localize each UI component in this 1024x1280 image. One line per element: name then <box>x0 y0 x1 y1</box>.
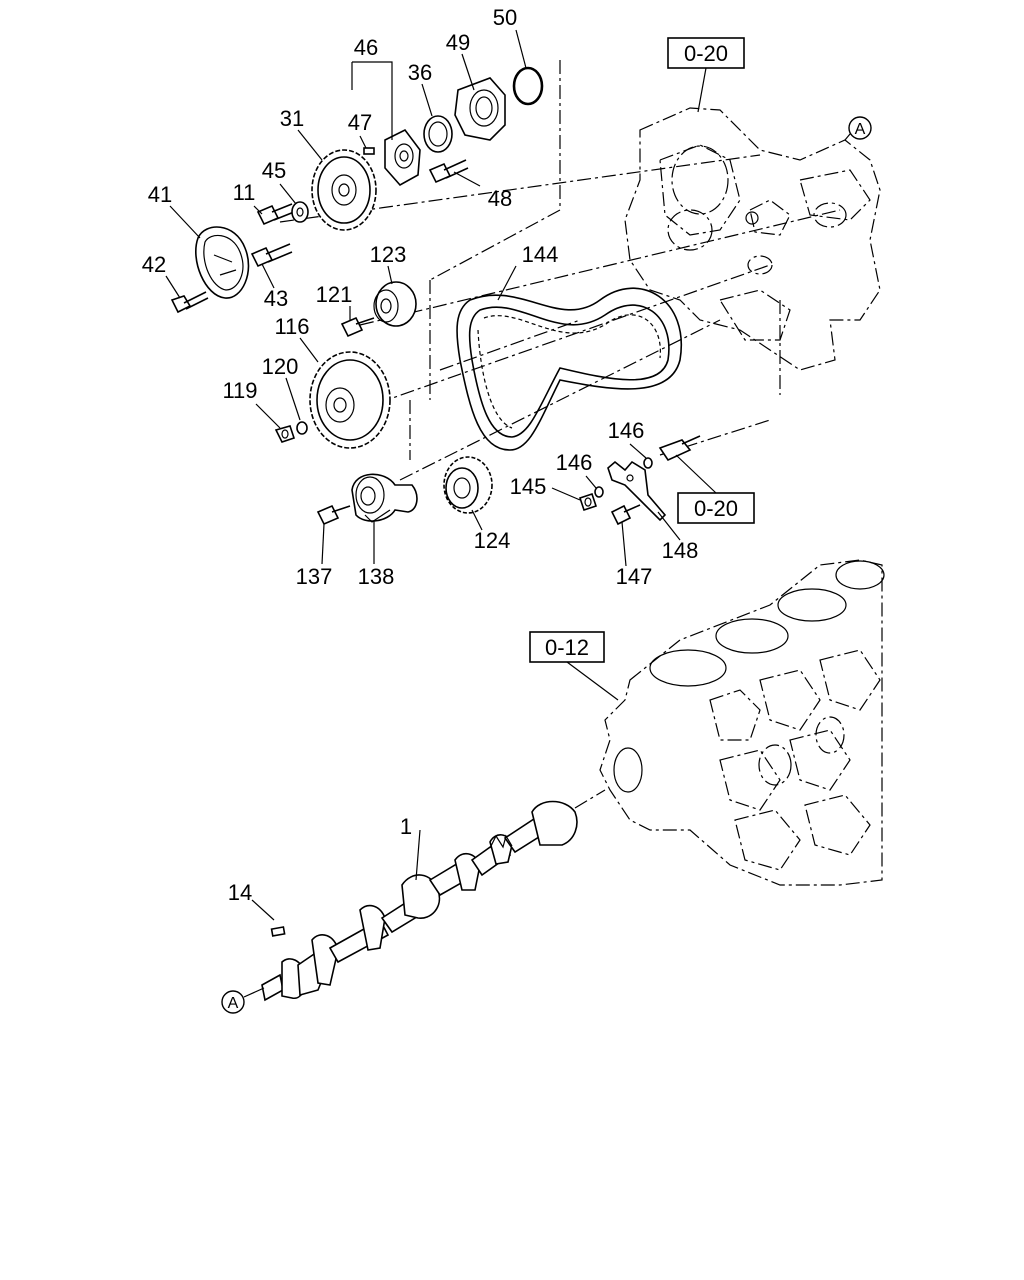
part-1-camshaft[interactable] <box>261 789 606 1002</box>
part-145-nut[interactable] <box>578 492 598 512</box>
callout-14[interactable]: 14 <box>228 880 252 905</box>
reference-box-block[interactable]: 0-12 <box>529 631 619 701</box>
callout-43[interactable]: 43 <box>264 286 288 311</box>
callout-146-upper[interactable]: 146 <box>608 418 645 443</box>
part-43-bolt[interactable] <box>250 243 293 268</box>
part-148-bracket[interactable] <box>607 460 667 522</box>
callout-124[interactable]: 124 <box>474 528 511 553</box>
part-46-hub[interactable] <box>384 128 421 187</box>
callout-116[interactable]: 116 <box>274 314 309 339</box>
part-49-seal-housing[interactable] <box>454 77 506 141</box>
callout-119[interactable]: 119 <box>222 378 257 403</box>
callout-11[interactable]: 11 <box>233 180 256 205</box>
part-119-nut[interactable] <box>274 425 296 443</box>
cylinder-block <box>599 559 885 886</box>
part-123-idler-pulley[interactable] <box>373 281 417 327</box>
connector-a-bottom[interactable]: A <box>221 987 265 1014</box>
part-121-bolt[interactable] <box>340 316 375 338</box>
connector-a-top[interactable]: A <box>848 116 872 140</box>
callout-137[interactable]: 137 <box>296 564 333 589</box>
timing-belt <box>456 287 683 451</box>
callout-36[interactable]: 36 <box>408 60 432 85</box>
part-146-washer-a[interactable] <box>594 486 604 498</box>
callout-50[interactable]: 50 <box>493 5 517 30</box>
callout-labels: 50 49 46 36 47 31 45 11 41 48 123 144 42… <box>142 5 699 905</box>
reference-label-block: 0-12 <box>545 635 589 660</box>
timing-case-housing <box>624 107 881 371</box>
callout-49[interactable]: 49 <box>446 30 470 55</box>
stud-bolt[interactable] <box>658 435 701 462</box>
part-14-pin[interactable] <box>270 926 286 937</box>
part-50-o-ring[interactable] <box>512 66 544 106</box>
callout-45[interactable]: 45 <box>262 158 286 183</box>
callout-147[interactable]: 147 <box>616 564 653 589</box>
part-41-cover-plate[interactable] <box>195 226 250 299</box>
part-147-bolt[interactable] <box>610 504 641 526</box>
callout-145[interactable]: 145 <box>510 474 547 499</box>
callout-1[interactable]: 1 <box>400 814 412 839</box>
callout-41[interactable]: 41 <box>148 182 172 207</box>
part-124-crank-pulley[interactable] <box>443 456 493 514</box>
callout-144[interactable]: 144 <box>522 242 559 267</box>
part-48-bolt[interactable] <box>428 159 469 184</box>
callout-46[interactable]: 46 <box>354 35 378 60</box>
part-120-washer[interactable] <box>296 421 308 435</box>
callout-48[interactable]: 48 <box>488 186 512 211</box>
callout-47[interactable]: 47 <box>348 110 372 135</box>
callout-123[interactable]: 123 <box>370 242 407 267</box>
callout-31[interactable]: 31 <box>280 106 304 131</box>
part-31-camshaft-gear[interactable] <box>311 149 377 231</box>
callout-146-lower[interactable]: 146 <box>556 450 593 475</box>
callout-148[interactable]: 148 <box>662 538 699 563</box>
part-146-washer-b[interactable] <box>643 457 653 469</box>
part-116-crankshaft-gear[interactable] <box>309 351 391 449</box>
part-138-tensioner[interactable] <box>351 473 418 523</box>
reference-label-top: 0-20 <box>684 41 728 66</box>
callout-120[interactable]: 120 <box>262 354 299 379</box>
reference-label-right: 0-20 <box>694 496 738 521</box>
reference-box-right[interactable]: 0-20 <box>675 454 755 524</box>
leader-lines <box>165 29 681 921</box>
connector-a-top-label: A <box>855 121 866 138</box>
connector-a-bottom-label: A <box>228 995 239 1012</box>
callout-42[interactable]: 42 <box>142 252 166 277</box>
callout-138[interactable]: 138 <box>358 564 395 589</box>
part-137-bolt[interactable] <box>316 504 351 526</box>
part-45-washer[interactable] <box>291 201 309 223</box>
part-11-bolt[interactable] <box>256 203 295 226</box>
part-36-oil-seal[interactable] <box>423 115 453 153</box>
part-47-key[interactable] <box>363 147 375 155</box>
reference-box-top[interactable]: 0-20 <box>667 37 745 113</box>
callout-121[interactable]: 121 <box>316 282 353 307</box>
